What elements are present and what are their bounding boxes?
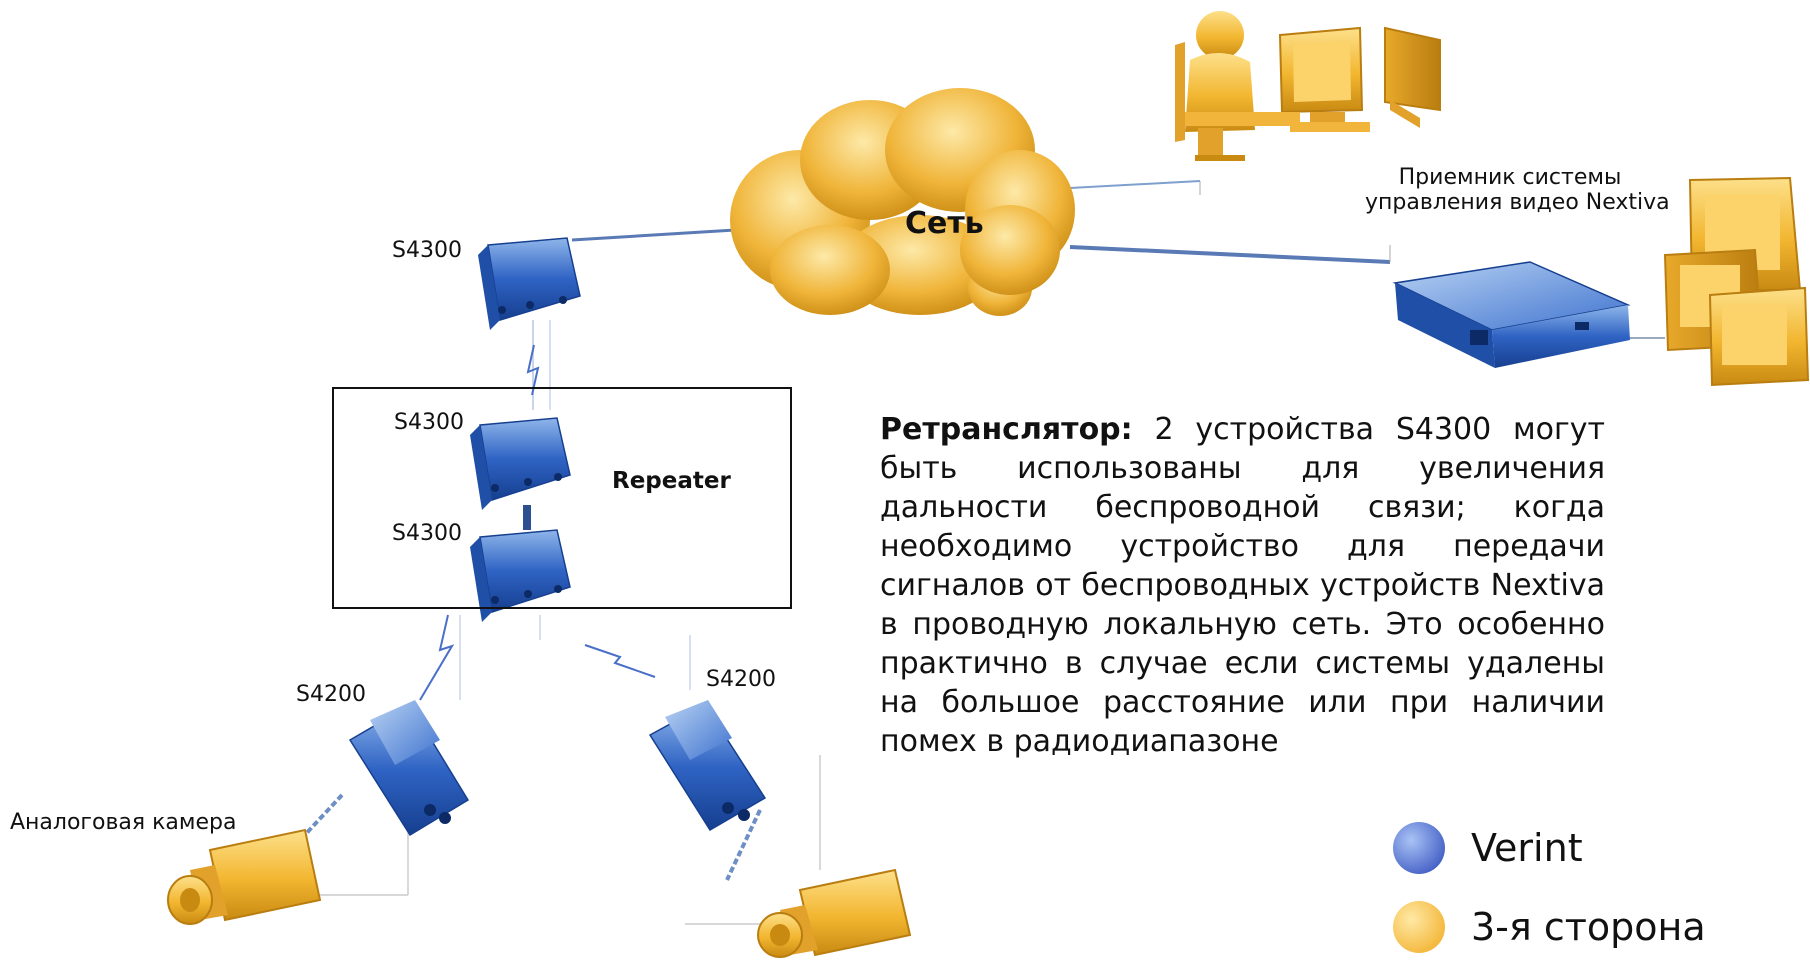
s4300-device-icon [478,237,581,330]
monitor-stack-icon [1663,176,1810,387]
legend-item-verint: Verint [1393,822,1583,874]
nextiva-receiver-icon [1392,261,1631,368]
s4200-left-label: S4200 [296,682,366,707]
legend-label: Verint [1471,826,1583,870]
s4300-repeater-a-label: S4300 [394,410,464,435]
receiver-label-line1: Приемник системы [1398,165,1622,190]
legend-label: 3-я сторона [1471,905,1706,949]
description-bold-term: Ретранслятор: [880,412,1133,447]
s4200-left-device-icon [348,700,470,837]
s4300-repeater-a-icon [470,417,571,510]
network-label: Сеть [905,206,984,241]
legend-dot-gold [1393,901,1445,953]
wireless-bolts [419,344,656,701]
s4200-right-label: S4200 [706,667,776,692]
receiver-label-line2: управления видео Nextiva [1365,190,1670,215]
receiver-label: Приемник системы управления видео Nextiv… [1365,165,1670,215]
analog-camera-right-icon [757,868,912,958]
repeater-description: Ретранслятор: 2 устройства S4300 могут б… [880,410,1605,761]
operator-workstation-icon [1175,11,1441,161]
repeater-frame [332,387,792,609]
s4300-repeater-b-icon [470,529,571,622]
s4300-top-label: S4300 [392,238,462,263]
repeater-label: Repeater [612,468,731,494]
s4200-right-device-icon [648,700,767,832]
description-text: 2 устройства S4300 могут быть использова… [880,412,1605,759]
analog-camera-left-icon [167,828,322,925]
legend-dot-blue [1393,822,1445,874]
analog-camera-label: Аналоговая камера [10,810,237,835]
s4300-repeater-b-label: S4300 [392,521,462,546]
legend-item-third-party: 3-я сторона [1393,901,1706,953]
network-cloud-icon [730,88,1075,316]
